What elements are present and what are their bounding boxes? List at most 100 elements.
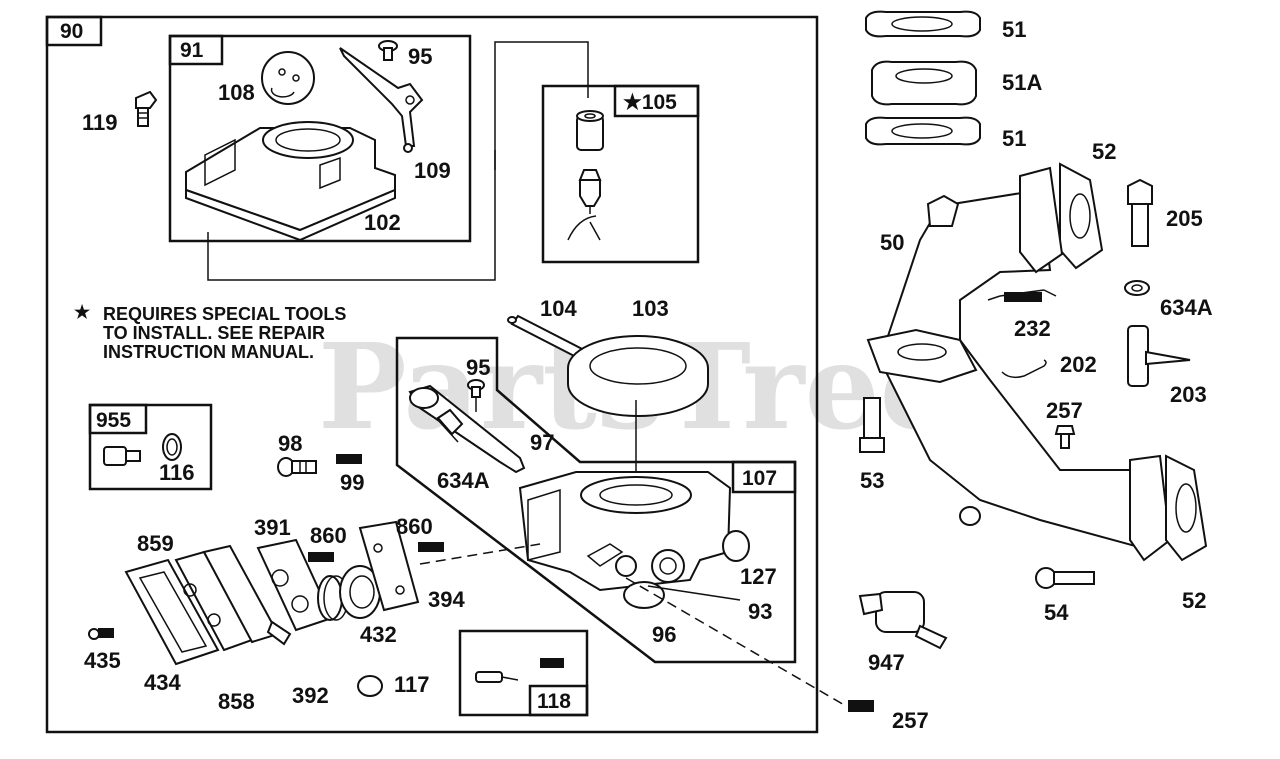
callout-435[interactable]: 435 (84, 648, 121, 673)
o-ring-116[interactable] (162, 433, 182, 461)
box-label-118[interactable]: 118 (537, 690, 571, 713)
throttle-plate-108[interactable] (261, 51, 315, 105)
callout-97[interactable]: 97 (530, 430, 554, 455)
float-103[interactable] (567, 335, 709, 417)
callout-392[interactable]: 392 (292, 683, 329, 708)
screw-119[interactable] (135, 90, 158, 127)
screw-955[interactable] (103, 446, 141, 466)
callout-432[interactable]: 432 (360, 622, 397, 647)
assembly-frame-90: 90 (45, 15, 819, 734)
governor-lever-203[interactable] (1127, 325, 1191, 387)
callout-102[interactable]: 102 (364, 210, 401, 235)
dashline-257 (625, 577, 847, 707)
intake-manifold-50[interactable] (866, 166, 1172, 562)
spring-232[interactable] (987, 289, 1057, 302)
solenoid-947[interactable] (858, 591, 948, 650)
bolt-53[interactable] (859, 397, 885, 453)
callout-205[interactable]: 205 (1166, 206, 1203, 231)
box-label-105[interactable]: ★105 (623, 91, 677, 114)
callout-54[interactable]: 54 (1044, 600, 1069, 625)
callout-947[interactable]: 947 (868, 650, 905, 675)
needle-seat-105[interactable] (576, 110, 604, 151)
callout-257-upper[interactable]: 257 (1046, 398, 1083, 423)
callout-99[interactable]: 99 (340, 470, 364, 495)
idle-screw-118[interactable] (475, 658, 564, 683)
callout-95-lower[interactable]: 95 (466, 355, 490, 380)
callout-127[interactable]: 127 (740, 564, 777, 589)
callout-860-left[interactable]: 860 (310, 523, 347, 548)
cover-434[interactable] (124, 558, 220, 666)
leader-93 (647, 585, 741, 601)
spring-860-right[interactable] (418, 542, 444, 552)
box-label-107[interactable]: 107 (742, 467, 777, 490)
choke-plate-96[interactable] (623, 581, 665, 609)
screw-95-lower[interactable] (467, 379, 485, 398)
callout-51A[interactable]: 51A (1002, 70, 1042, 95)
screw-54[interactable] (1035, 567, 1095, 589)
callout-634A-right[interactable]: 634A (1160, 295, 1213, 320)
assembly-frame-955: 955 (88, 403, 213, 491)
callout-257-lower[interactable]: 257 (892, 708, 929, 733)
special-tools-note: ★ REQUIRES SPECIAL TOOLS TO INSTALL. SEE… (74, 302, 346, 362)
callout-859[interactable]: 859 (137, 531, 174, 556)
gasket-52-bottom[interactable] (1165, 454, 1208, 562)
spacer-51A[interactable] (871, 60, 977, 106)
spring-860-left[interactable] (308, 552, 334, 562)
assembly-frame-107: 107 (395, 336, 797, 664)
box-label-90[interactable]: 90 (60, 20, 83, 43)
gasket-52-top[interactable] (1059, 162, 1104, 270)
callout-434[interactable]: 434 (144, 670, 181, 695)
callout-109[interactable]: 109 (414, 158, 451, 183)
choke-shaft-97[interactable] (408, 384, 526, 474)
callout-53[interactable]: 53 (860, 468, 884, 493)
callout-117[interactable]: 117 (394, 672, 430, 697)
welch-plug-127[interactable] (722, 530, 750, 562)
gasket-51-top[interactable] (865, 10, 981, 38)
callout-232[interactable]: 232 (1014, 316, 1051, 341)
plug-117[interactable] (357, 675, 383, 697)
callout-634A-left[interactable]: 634A (437, 468, 490, 493)
carburetor-body-102[interactable] (185, 121, 396, 242)
assembly-frame-91: 91 (168, 34, 472, 243)
callout-858[interactable]: 858 (218, 689, 255, 714)
callout-95-upper[interactable]: 95 (408, 44, 432, 69)
callout-119[interactable]: 119 (82, 110, 118, 135)
carburetor-body-107[interactable] (518, 471, 732, 592)
callout-52-bottom[interactable]: 52 (1182, 588, 1206, 613)
bolt-205[interactable] (1127, 178, 1153, 247)
inlet-needle-105[interactable] (578, 169, 602, 214)
callout-860-right[interactable]: 860 (396, 514, 433, 539)
box-label-91[interactable]: 91 (180, 39, 204, 62)
needle-clip-105 (567, 215, 601, 241)
callout-108[interactable]: 108 (218, 80, 255, 105)
spring-99[interactable] (336, 454, 362, 464)
screw-435[interactable] (88, 628, 114, 640)
callout-391[interactable]: 391 (254, 515, 291, 540)
assembly-frame-118: 118 (458, 629, 589, 717)
callout-104[interactable]: 104 (540, 296, 577, 321)
dashline-diaphragm (419, 543, 541, 565)
callout-51-top[interactable]: 51 (1002, 17, 1026, 42)
box-label-955[interactable]: 955 (96, 409, 131, 432)
callout-50[interactable]: 50 (880, 230, 904, 255)
screw-98[interactable] (277, 457, 317, 477)
callout-51-bottom[interactable]: 51 (1002, 126, 1026, 151)
callout-203[interactable]: 203 (1170, 382, 1207, 407)
screw-257-upper[interactable] (1054, 425, 1076, 449)
gasket-394[interactable] (358, 520, 420, 612)
link-202[interactable] (1001, 359, 1047, 379)
screw-257-lower[interactable] (848, 700, 874, 712)
callout-103[interactable]: 103 (632, 296, 669, 321)
callout-116[interactable]: 116 (159, 460, 195, 485)
gasket-51-bottom[interactable] (865, 116, 981, 146)
throttle-shaft-109[interactable] (339, 47, 424, 153)
callout-93[interactable]: 93 (748, 599, 772, 624)
callout-96[interactable]: 96 (652, 622, 676, 647)
washer-634A-right[interactable] (1124, 280, 1150, 296)
screw-95-upper[interactable] (378, 40, 398, 61)
callout-52-top[interactable]: 52 (1092, 139, 1116, 164)
callout-202[interactable]: 202 (1060, 352, 1097, 377)
callout-98[interactable]: 98 (278, 431, 302, 456)
callout-394[interactable]: 394 (428, 587, 465, 612)
